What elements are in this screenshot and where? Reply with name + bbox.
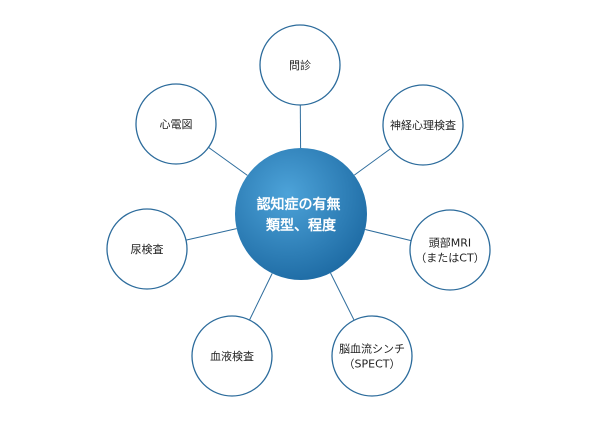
connector-line-head-mri <box>365 229 412 242</box>
exam-node-circle <box>259 24 341 106</box>
exam-node-head-mri: 頭部MRI （またはCT） <box>409 209 491 291</box>
center-node-label: 認知症の有無 類型、程度 <box>257 196 346 234</box>
exam-node-circle <box>382 84 464 166</box>
exam-node-label-line: 尿検査 <box>131 242 164 256</box>
center-node: 認知症の有無 類型、程度 <box>235 148 367 280</box>
exam-node-label-line: 神経心理検査 <box>390 118 456 132</box>
connector-line-blood-test <box>249 273 273 321</box>
exam-node-label: 尿検査 <box>131 242 164 256</box>
connector-line-ecg <box>208 146 248 176</box>
exam-node-label-line: 血液検査 <box>210 349 254 363</box>
connector-line-neuropsych <box>354 148 391 176</box>
exam-node-circle <box>331 315 413 397</box>
exam-node-label-line: 脳血流シンチ <box>339 342 405 356</box>
exam-node-label: 心電図 <box>160 118 193 131</box>
exam-node-circle <box>135 83 217 165</box>
connector-line-spect <box>330 272 355 321</box>
exam-node-label: 神経心理検査 <box>390 118 456 132</box>
exam-node-circle <box>191 315 273 397</box>
connector-line-urine-test <box>185 228 237 241</box>
exam-node-urine-test: 尿検査 <box>106 208 188 290</box>
center-label-line-1: 認知症の有無 <box>257 196 341 213</box>
exam-node-circle <box>409 209 491 291</box>
connector-lines <box>185 104 412 321</box>
exam-node-label-line: （SPECT） <box>344 358 401 371</box>
exam-node-blood-test: 血液検査 <box>191 315 273 397</box>
exam-node-spect: 脳血流シンチ （SPECT） <box>331 315 413 397</box>
exam-node-circle <box>106 208 188 290</box>
center-node-circle <box>235 148 367 280</box>
exam-node-label-line: 心電図 <box>160 118 193 131</box>
exam-node-label: 問診 <box>289 58 311 72</box>
exam-node-label-line: 頭部MRI <box>429 236 471 250</box>
exam-node-neuropsych: 神経心理検査 <box>382 84 464 166</box>
exam-node-label: 頭部MRI （またはCT） <box>415 236 484 265</box>
center-label-line-2: 類型、程度 <box>265 217 337 234</box>
exam-node-label: 血液検査 <box>210 349 254 363</box>
exam-node-interview: 問診 <box>259 24 341 106</box>
exam-node-label-line: （またはCT） <box>415 252 484 265</box>
exam-node-label: 脳血流シンチ （SPECT） <box>339 342 405 371</box>
exam-node-label-line: 問診 <box>289 58 311 72</box>
exam-node-ecg: 心電図 <box>135 83 217 165</box>
